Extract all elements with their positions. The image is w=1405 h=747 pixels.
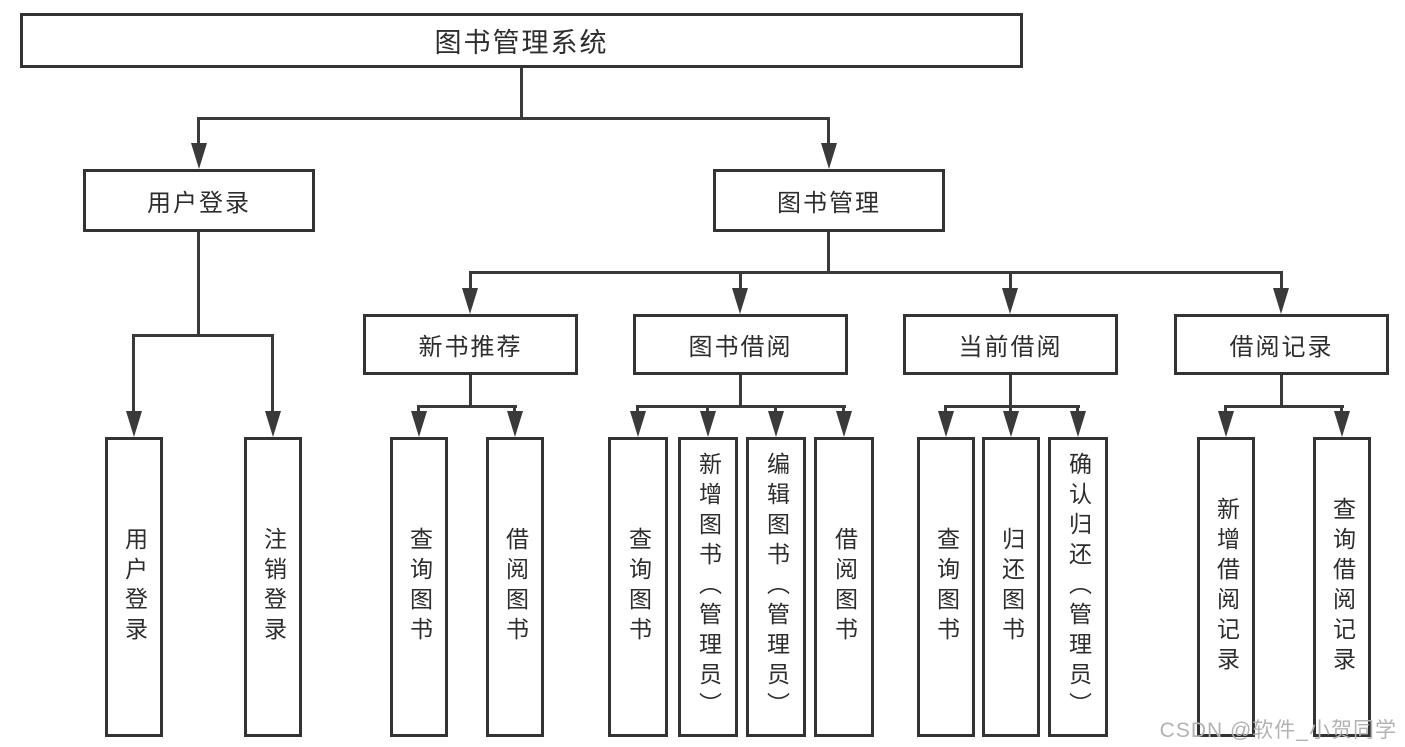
node-leaf-query-book-1: 查询图书 — [390, 437, 448, 737]
connector-borrow-records-hbar — [1224, 405, 1344, 408]
node-leaf-confirm-return: 确认归还（管理员） — [1048, 437, 1108, 737]
node-user-login-label: 用户登录 — [147, 190, 251, 217]
connector-drop-book-borrow — [739, 273, 742, 290]
node-root-label: 图书管理系统 — [434, 28, 609, 58]
node-book-borrow: 图书借阅 — [633, 314, 848, 375]
connector-drop-book-mgmt — [827, 117, 830, 145]
connector-drop — [417, 407, 420, 413]
connector-drop-borrow-records — [1280, 273, 1283, 290]
leaf-label: 确认归还（管理员） — [1065, 452, 1092, 722]
connector-book-borrow-stub — [739, 375, 742, 407]
connector-drop-user-login — [197, 117, 200, 145]
connector-drop — [842, 407, 845, 413]
arrowhead-down-icon — [1070, 411, 1086, 437]
leaf-label: 归还图书 — [998, 527, 1025, 647]
arrowhead-down-icon — [836, 411, 852, 437]
node-current-borrow: 当前借阅 — [903, 314, 1118, 375]
leaf-label: 查询借阅记录 — [1329, 497, 1356, 677]
node-leaf-borrow-book-1: 借阅图书 — [486, 437, 544, 737]
arrowhead-down-icon — [821, 143, 837, 169]
node-new-book-rec: 新书推荐 — [363, 314, 578, 375]
csdn-watermark: CSDN @软件_小贺同学 — [1159, 719, 1397, 742]
leaf-label: 查询图书 — [406, 527, 433, 647]
node-book-borrow-label: 图书借阅 — [688, 334, 793, 361]
arrowhead-down-icon — [1002, 288, 1018, 314]
leaf-label: 借阅图书 — [831, 527, 858, 647]
arrowhead-down-icon — [1218, 411, 1234, 437]
node-current-borrow-label: 当前借阅 — [958, 334, 1063, 361]
connector-drop — [944, 407, 947, 413]
connector-book-mgmt-stub — [827, 232, 830, 273]
arrowhead-down-icon — [191, 143, 207, 169]
node-book-mgmt: 图书管理 — [713, 169, 945, 232]
node-leaf-add-record: 新增借阅记录 — [1197, 437, 1255, 737]
connector-new-book-rec-hbar — [417, 405, 517, 408]
connector-drop — [1340, 407, 1343, 413]
connector-drop — [1009, 407, 1012, 413]
leaf-label: 编辑图书（管理员） — [763, 452, 790, 722]
arrowhead-down-icon — [411, 411, 427, 437]
node-leaf-query-book-2: 查询图书 — [608, 437, 668, 737]
leaf-label: 查询图书 — [625, 527, 652, 647]
arrowhead-down-icon — [1273, 288, 1289, 314]
connector-book-mgmt-hbar — [469, 271, 1283, 274]
leaf-label: 新增借阅记录 — [1213, 497, 1240, 677]
connector-drop-new-book-rec — [469, 273, 472, 290]
node-book-mgmt-label: 图书管理 — [777, 190, 881, 217]
leaf-label: 查询图书 — [933, 527, 960, 647]
connector-book-borrow-hbar — [636, 405, 846, 408]
connector-drop-leaf-user-login — [132, 336, 135, 413]
leaf-label: 注销登录 — [260, 527, 287, 647]
node-leaf-borrow-book-2: 借阅图书 — [814, 437, 874, 737]
node-leaf-return-book: 归还图书 — [982, 437, 1040, 737]
arrowhead-down-icon — [732, 288, 748, 314]
connector-drop — [636, 407, 639, 413]
connector-drop-leaf-logout — [271, 336, 274, 413]
node-new-book-rec-label: 新书推荐 — [418, 334, 523, 361]
arrowhead-down-icon — [1003, 411, 1019, 437]
connector-drop — [1224, 407, 1227, 413]
node-leaf-add-book: 新增图书（管理员） — [678, 437, 738, 737]
node-user-login: 用户登录 — [83, 169, 315, 232]
node-borrow-records-label: 借阅记录 — [1229, 334, 1334, 361]
connector-drop — [513, 407, 516, 413]
connector-user-login-stub — [197, 232, 200, 336]
connector-drop — [774, 407, 777, 413]
leaf-label: 借阅图书 — [502, 527, 529, 647]
node-leaf-user-login: 用户登录 — [105, 437, 163, 737]
arrowhead-down-icon — [768, 411, 784, 437]
node-leaf-query-book-3: 查询图书 — [917, 437, 975, 737]
arrowhead-down-icon — [938, 411, 954, 437]
connector-current-borrow-stub — [1009, 375, 1012, 407]
leaf-label: 新增图书（管理员） — [695, 452, 722, 722]
node-leaf-edit-book: 编辑图书（管理员） — [746, 437, 806, 737]
connector-drop — [1076, 407, 1079, 413]
arrowhead-down-icon — [630, 411, 646, 437]
arrowhead-down-icon — [265, 411, 281, 437]
node-root: 图书管理系统 — [20, 13, 1023, 68]
connector-new-book-rec-stub — [469, 375, 472, 407]
node-borrow-records: 借阅记录 — [1174, 314, 1389, 375]
node-leaf-logout: 注销登录 — [244, 437, 302, 737]
connector-root-stub — [520, 68, 523, 118]
connector-root-hbar — [197, 117, 830, 120]
arrowhead-down-icon — [700, 411, 716, 437]
leaf-label: 用户登录 — [121, 527, 148, 647]
arrowhead-down-icon — [1334, 411, 1350, 437]
arrowhead-down-icon — [462, 288, 478, 314]
connector-current-borrow-hbar — [944, 405, 1080, 408]
arrowhead-down-icon — [126, 411, 142, 437]
arrowhead-down-icon — [507, 411, 523, 437]
connector-drop — [706, 407, 709, 413]
connector-drop-current-borrow — [1009, 273, 1012, 290]
node-leaf-query-record: 查询借阅记录 — [1313, 437, 1371, 737]
connector-borrow-records-stub — [1280, 375, 1283, 407]
connector-user-login-hbar — [132, 334, 274, 337]
